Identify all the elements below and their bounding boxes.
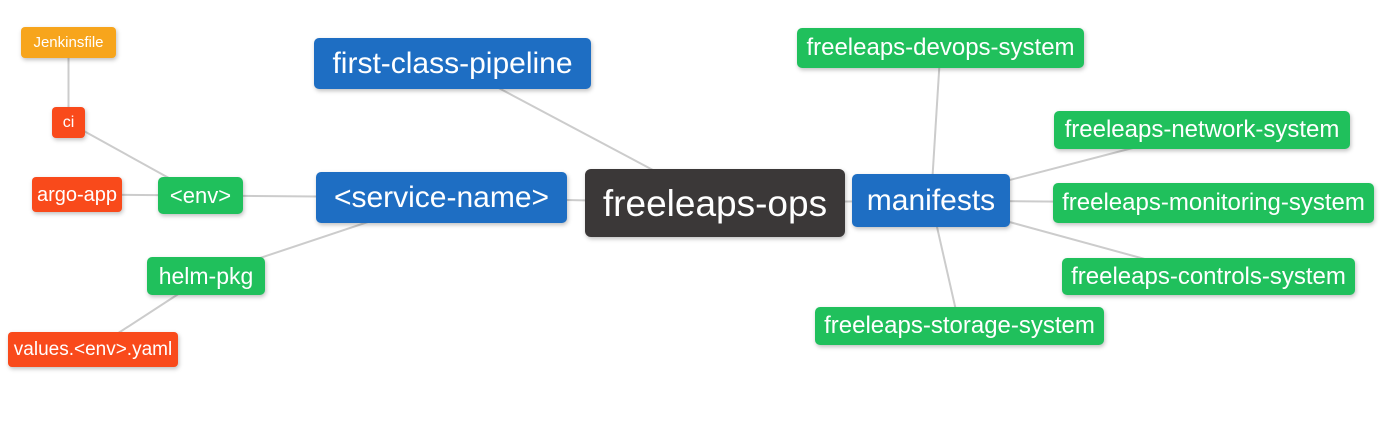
- node-values-env-yaml[interactable]: values.<env>.yaml: [8, 332, 178, 367]
- node-first-class-pipeline[interactable]: first-class-pipeline: [314, 38, 591, 89]
- node-freeleaps-monitoring-system[interactable]: freeleaps-monitoring-system: [1053, 183, 1374, 223]
- node-freeleaps-network-system[interactable]: freeleaps-network-system: [1054, 111, 1350, 149]
- node-ci[interactable]: ci: [52, 107, 85, 138]
- node-freeleaps-storage-system[interactable]: freeleaps-storage-system: [815, 307, 1104, 345]
- node-manifests[interactable]: manifests: [852, 174, 1010, 227]
- node-freeleaps-ops-root[interactable]: freeleaps-ops: [585, 169, 845, 237]
- node-jenkinsfile[interactable]: Jenkinsfile: [21, 27, 116, 58]
- node-argo-app[interactable]: argo-app: [32, 177, 122, 212]
- node-service-name[interactable]: <service-name>: [316, 172, 567, 223]
- node-env[interactable]: <env>: [158, 177, 243, 214]
- node-freeleaps-controls-system[interactable]: freeleaps-controls-system: [1062, 258, 1355, 295]
- node-freeleaps-devops-system[interactable]: freeleaps-devops-system: [797, 28, 1084, 68]
- node-helm-pkg[interactable]: helm-pkg: [147, 257, 265, 295]
